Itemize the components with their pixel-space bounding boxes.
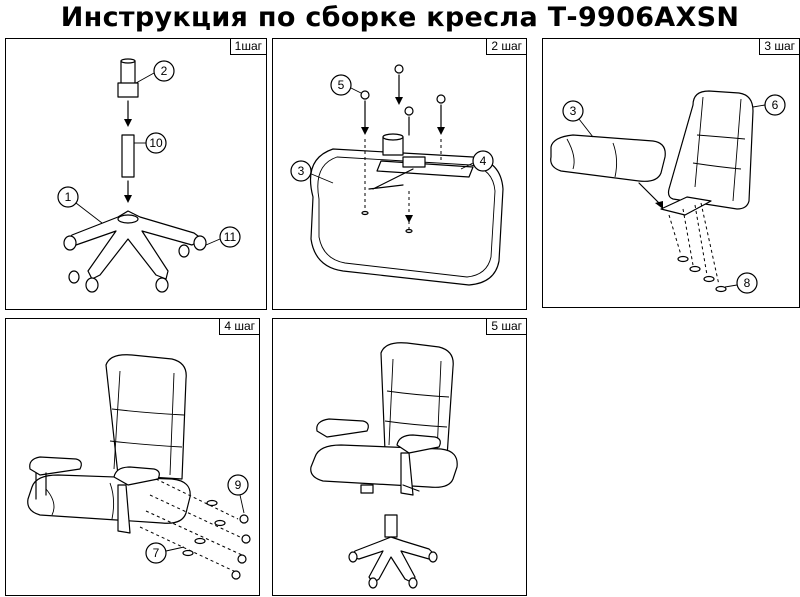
step-1-panel: 1шаг <box>5 38 267 310</box>
callout-10: 10 <box>145 132 167 154</box>
step-5-label: 5 шаг <box>486 319 526 335</box>
step-4-panel: 4 шаг <box>5 318 260 596</box>
backrest <box>667 90 754 210</box>
step-4-diagram: 9 7 <box>27 354 251 580</box>
callout-5: 5 <box>330 74 352 96</box>
svg-text:3: 3 <box>570 104 577 118</box>
chair-body <box>27 354 191 524</box>
gas-lift-cylinder <box>121 134 135 178</box>
svg-text:9: 9 <box>235 478 242 492</box>
svg-text:1: 1 <box>65 190 72 204</box>
step-5-diagram <box>310 342 458 589</box>
step-2-label: 2 шаг <box>486 39 526 55</box>
armrests <box>29 456 160 534</box>
step-3-panel: 3 шаг 3 <box>542 38 800 308</box>
svg-text:10: 10 <box>149 136 163 150</box>
callout-3: 3 <box>562 100 584 122</box>
back-bracket <box>660 196 712 216</box>
callout-6: 6 <box>764 94 786 116</box>
tilt-mechanism <box>368 133 474 190</box>
callout-2: 2 <box>153 60 175 82</box>
bolts <box>668 202 727 293</box>
step-4-label: 4 шаг <box>219 319 259 335</box>
gas-lift-cap <box>117 58 139 98</box>
callout-11: 11 <box>219 226 241 248</box>
callout-7: 7 <box>145 542 167 564</box>
step-1-diagram: 2 10 1 11 <box>57 58 241 293</box>
svg-text:2: 2 <box>161 64 168 78</box>
callout-9: 9 <box>227 474 249 496</box>
assembled-chair <box>310 342 458 589</box>
step-5-panel: 5 шаг <box>272 318 527 596</box>
svg-text:4: 4 <box>480 154 487 168</box>
step-1-label: 1шаг <box>229 39 266 55</box>
svg-text:7: 7 <box>153 546 160 560</box>
callout-3: 3 <box>290 160 312 182</box>
star-base <box>65 210 203 280</box>
svg-text:11: 11 <box>224 230 237 244</box>
step-3-label: 3 шаг <box>759 39 799 55</box>
caster-wheels <box>63 235 207 293</box>
svg-text:3: 3 <box>298 164 305 178</box>
step-2-panel: 2 шаг <box>272 38 527 310</box>
callout-4: 4 <box>472 150 494 172</box>
armrest-screws <box>139 478 251 580</box>
svg-text:6: 6 <box>772 98 779 112</box>
svg-text:5: 5 <box>338 78 345 92</box>
callout-1: 1 <box>57 186 79 208</box>
page-title: Инструкция по сборке кресла Т-9906AXSN <box>60 2 740 33</box>
svg-text:8: 8 <box>744 276 751 290</box>
seat-cushion <box>550 134 666 182</box>
step-3-diagram: 3 6 8 <box>550 90 786 294</box>
mounting-screws <box>360 64 446 234</box>
step-2-diagram: 5 3 4 <box>290 64 504 286</box>
callout-8: 8 <box>736 272 758 294</box>
